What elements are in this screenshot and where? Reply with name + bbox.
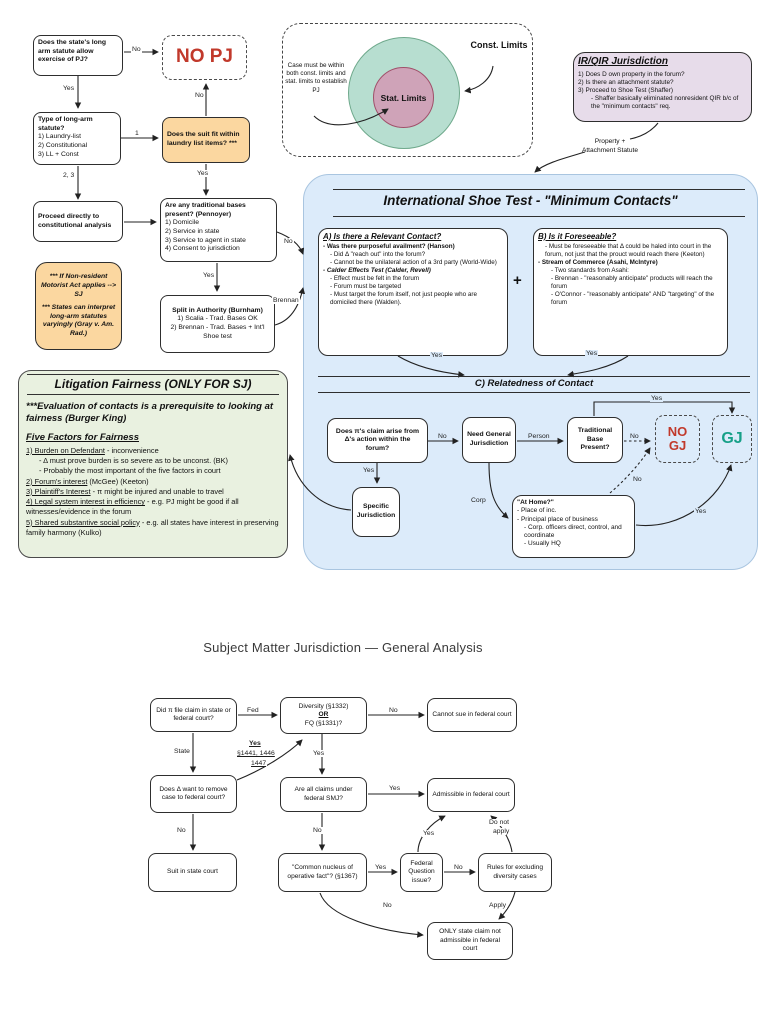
- edge-label-1: 1: [134, 130, 140, 138]
- edge-label-no: No: [283, 238, 294, 246]
- property-attachment-label: Property + Attachment Statute: [581, 138, 639, 154]
- venn-note: Case must be within both const. limits a…: [285, 62, 347, 94]
- edge-label-yes: Yes: [374, 864, 388, 872]
- rules-excluding-box: Rules for excluding diversity cases: [478, 853, 552, 892]
- edge-label-person: Person: [527, 433, 551, 441]
- gj-box: GJ: [712, 415, 752, 463]
- longarm-statute-question: Does the state's long arm statute allow …: [33, 35, 123, 76]
- specific-jurisdiction-box: Specific Jurisdiction: [352, 487, 400, 537]
- edge-label-apply: Apply: [488, 902, 508, 910]
- admissible-box: Admissible in federal court: [427, 778, 515, 812]
- edge-label-no: No: [453, 864, 464, 872]
- irqir-title: IR/QIR Jurisdiction: [578, 56, 669, 67]
- need-general-jurisdiction-box: Need General Jurisdiction: [462, 417, 516, 463]
- edge-label-yes: Yes: [694, 508, 708, 516]
- title-rule-bottom: [333, 216, 745, 217]
- irqir-box: IR/QIR Jurisdiction 1) Does D own proper…: [573, 52, 752, 122]
- fairness-subtitle: Five Factors for Fairness: [26, 432, 139, 443]
- edge-label-yes: Yes: [62, 85, 76, 93]
- edge-label-corp: Corp: [470, 497, 487, 505]
- at-home-box: "At Home?" - Place of inc. - Principal p…: [512, 495, 635, 558]
- split-authority-box: Split in Authority (Burnham) 1) Scalia -…: [160, 295, 275, 353]
- federal-question-box: Federal Question issue?: [400, 853, 443, 892]
- claim-arise-question: Does π's claim arise from Δ's action wit…: [327, 418, 428, 463]
- no-gj-box: NO GJ: [655, 415, 700, 463]
- no-pj-box: NO PJ: [162, 35, 247, 80]
- plus-sign: +: [513, 272, 522, 289]
- fairness-item: 3) Plaintiff's Interest - π might be inj…: [26, 486, 224, 496]
- edge-label-no: No: [194, 92, 205, 100]
- fairness-item: 5) Shared substantive social policy - e.…: [26, 517, 279, 537]
- fairness-factors-list: 1) Burden on Defendant - inconvenience -…: [26, 446, 280, 538]
- edge-label-yes: Yes: [585, 350, 599, 358]
- edge-label-yes: Yes: [388, 785, 402, 793]
- const-limits-label: Const. Limits: [470, 40, 528, 50]
- fairness-rule-bottom: [27, 394, 279, 395]
- edge-label-no: No: [388, 707, 399, 715]
- edge-label-yes: Yes: [196, 170, 210, 178]
- diversity-fq-question: Diversity (§1332) OR FQ (§1331)?: [280, 697, 367, 734]
- fairness-subitem: - Δ must prove burden is so severe as to…: [39, 456, 228, 466]
- edge-label-yes: Yes: [362, 467, 376, 475]
- edge-label-removal-statutes: §1441, 1446: [236, 750, 276, 758]
- relatedness-heading: C) Relatedness of Contact: [474, 378, 594, 389]
- fairness-item: 1) Burden on Defendant - inconvenience: [26, 446, 159, 455]
- edge-label-no: No: [632, 476, 643, 484]
- stat-limits-label: Stat. Limits: [380, 92, 427, 103]
- no-gj-label: NO GJ: [667, 424, 688, 453]
- fairness-note: ***Evaluation of contacts is a prerequis…: [26, 401, 274, 425]
- boxA-title: A) Is there a Relevant Contact?: [323, 232, 442, 241]
- proceed-constitutional-box: Proceed directly to constitutional analy…: [33, 201, 123, 242]
- cannot-sue-box: Cannot sue in federal court: [427, 698, 517, 732]
- edge-label-removal-statutes-2: 1447: [250, 760, 268, 768]
- fairness-panel: [18, 370, 288, 558]
- longarm-type-box: Type of long-arm statute? 1) Laundry-lis…: [33, 112, 121, 165]
- fairness-rule-top: [27, 374, 279, 375]
- file-claim-question: Did π file claim in state or federal cou…: [150, 698, 237, 732]
- remove-case-question: Does Δ want to remove case to federal co…: [150, 775, 237, 813]
- common-nucleus-question: "Common nucleus of operative fact"? (§13…: [278, 853, 367, 892]
- only-state-claim-box: ONLY state claim not admissible in feder…: [427, 922, 513, 960]
- edge-label-no: No: [382, 902, 393, 910]
- all-claims-question: Are all claims under federal SMJ?: [280, 777, 367, 812]
- edge-label-yes-removal: Yes: [248, 740, 262, 748]
- fairness-title: Litigation Fairness (ONLY FOR SJ): [54, 377, 252, 391]
- sectionC-rule-top: [318, 376, 750, 377]
- edge-label-no: No: [629, 433, 640, 441]
- edge-label-state: State: [173, 748, 191, 756]
- edge-label-yes: Yes: [650, 395, 664, 403]
- edge-label-do-not: Do not: [488, 819, 511, 827]
- edge-label-2-3: 2, 3: [62, 172, 76, 180]
- edge-label-no: No: [437, 433, 448, 441]
- relevant-contact-box: A) Is there a Relevant Contact? - Was th…: [318, 228, 508, 356]
- edge-label-no: No: [176, 827, 187, 835]
- no-pj-label: NO PJ: [175, 46, 234, 68]
- foreseeable-box: B) Is it Foreseeable? - Must be foreseea…: [533, 228, 728, 356]
- shoe-test-title: International Shoe Test - "Minimum Conta…: [383, 193, 678, 208]
- traditional-base-present-box: Traditional Base Present?: [567, 417, 623, 463]
- edge-label-no: No: [131, 46, 142, 54]
- sectionC-rule-bottom: [318, 392, 750, 393]
- edge-label-yes: Yes: [202, 272, 216, 280]
- edge-label-yes: Yes: [430, 352, 444, 360]
- traditional-bases-box: Are any traditional bases present? (Penn…: [160, 198, 277, 262]
- edge-label-apply-2: apply: [492, 828, 511, 836]
- stat-limits-circle: Stat. Limits: [373, 67, 434, 128]
- edge-label-no: No: [312, 827, 323, 835]
- title-rule-top: [333, 189, 745, 190]
- fairness-subitem: - Probably the most important of the fiv…: [39, 466, 221, 476]
- fairness-item: 2) Forum's interest (McGee) (Keeton): [26, 476, 149, 486]
- boxB-title: B) Is it Foreseeable?: [538, 232, 617, 241]
- edge-label-fed: Fed: [246, 707, 260, 715]
- edge-label-brennan: Brennan: [272, 297, 300, 305]
- edge-label-yes: Yes: [422, 830, 436, 838]
- gj-label: GJ: [721, 429, 743, 447]
- motorist-act-note: *** If Non-resident Motorist Act applies…: [35, 262, 122, 350]
- edge-label-yes: Yes: [312, 750, 326, 758]
- laundry-list-question: Does the suit fit within laundry list it…: [162, 117, 250, 163]
- fairness-item: 4) Legal system interest in efficiency -…: [26, 497, 239, 517]
- state-court-box: Suit in state court: [148, 853, 237, 892]
- smj-title: Subject Matter Jurisdiction — General An…: [203, 640, 483, 655]
